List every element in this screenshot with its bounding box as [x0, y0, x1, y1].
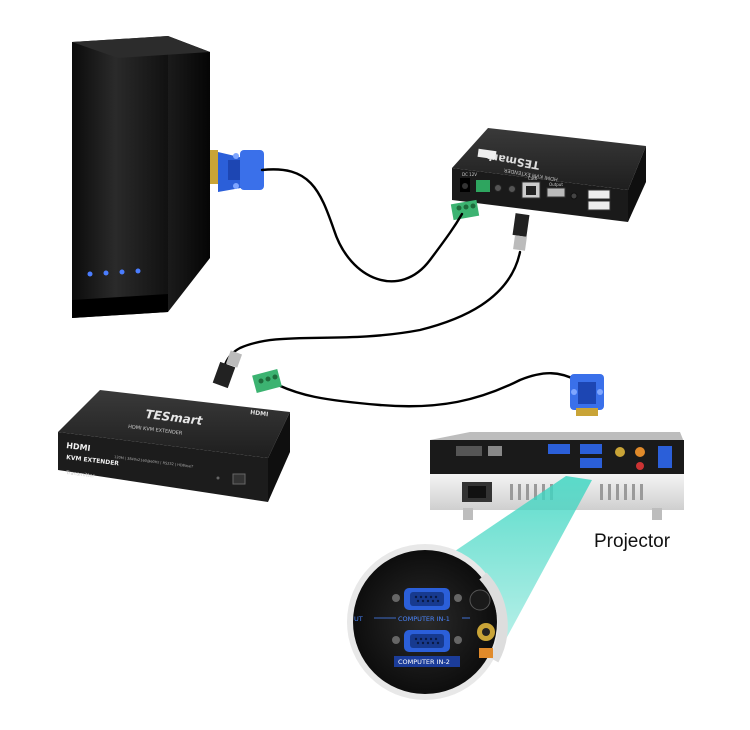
transmitter-role: Transmitter [65, 470, 96, 480]
kvm-receiver: TESmart HDMI KVM EXTENDER DC 12V Cat6 Ou… [452, 128, 646, 222]
port-label-in1: COMPUTER IN-1 [398, 615, 450, 623]
receiver-port-ethernet: Cat6 [528, 176, 538, 181]
terminal-block-transmitter [252, 368, 282, 394]
projector-label: Projector [594, 531, 671, 552]
projector [430, 432, 684, 520]
port-label-out-partial: UT [354, 615, 363, 623]
transmitter-hdmi-logo: HDMI [66, 441, 91, 453]
port-zoom-callout: COMPUTER IN-1 UT COMPUTER IN-2 [347, 544, 508, 700]
transmitter-top-hdmi-logo: HDMI [250, 409, 269, 418]
rj45-plug-transmitter [212, 350, 243, 389]
vga-plug-projector [570, 374, 604, 416]
receiver-port-power: DC 12V [462, 172, 477, 177]
rj45-plug-receiver [512, 213, 530, 251]
terminal-block-receiver [450, 199, 480, 221]
vga-plug-tower [218, 150, 264, 192]
kvm-transmitter: TESmart HDMI KVM EXTENDER HDMI HDMI KVM … [58, 390, 290, 502]
receiver-port-hdmi: Output [549, 182, 563, 187]
port-label-in2: COMPUTER IN-2 [398, 658, 450, 666]
computer-tower [72, 36, 218, 318]
